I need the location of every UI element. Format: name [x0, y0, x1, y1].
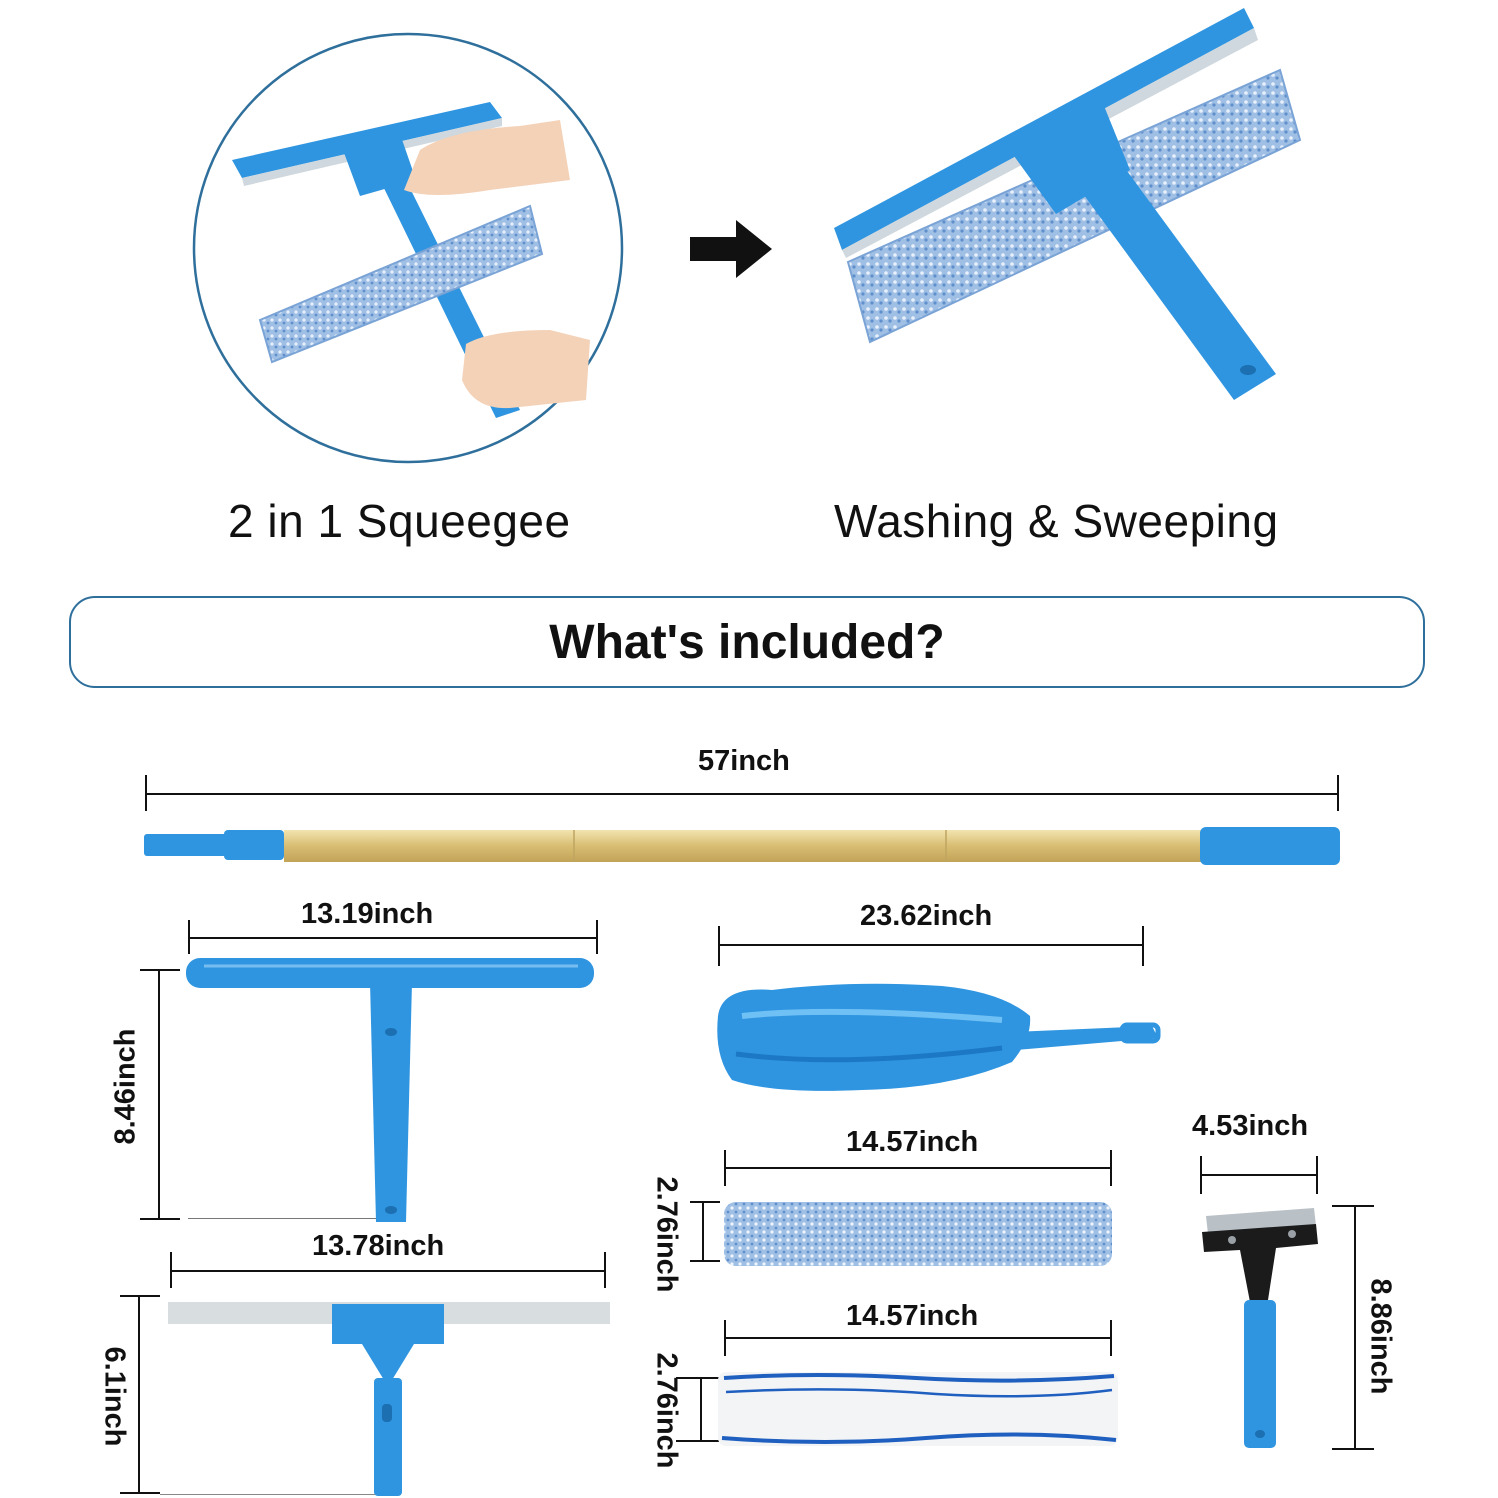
razor-scraper-image [1202, 1208, 1318, 1448]
caption-2in1: 2 in 1 Squeegee [228, 495, 571, 547]
tbar-height-label: 8.46inch [109, 1028, 142, 1145]
white-scrubber-pad-image [718, 1372, 1118, 1446]
extension-pole-image [144, 827, 1340, 865]
banner-title: What's included? [549, 615, 945, 669]
pad1-width-label: 14.57inch [846, 1126, 979, 1158]
pad1-height-label: 2.76inch [650, 1176, 683, 1293]
squeegee-width-label: 13.78inch [312, 1230, 445, 1262]
pad2-width-label: 14.57inch [846, 1300, 979, 1332]
arrow-right-icon [690, 220, 772, 278]
duster-width-label: 23.62inch [860, 900, 993, 932]
squeegee-image [168, 1302, 610, 1496]
pole-dimension-line [145, 793, 1339, 795]
pole-length-label: 57inch [698, 745, 790, 777]
pad2-height-label: 2.76inch [650, 1352, 683, 1469]
assembled-squeegee-image [834, 8, 1302, 400]
tbar-width-label: 13.19inch [301, 898, 434, 930]
microfiber-pad-image [724, 1202, 1112, 1266]
squeegee-height-label: 6.1inch [98, 1346, 131, 1447]
whats-included-banner: What's included? [69, 596, 1425, 688]
assembly-illustration [192, 32, 624, 464]
tbar-washer-image [186, 958, 594, 1222]
caption-washing-sweeping: Washing & Sweeping [834, 495, 1279, 547]
scraper-width-label: 4.53inch [1192, 1110, 1309, 1142]
microfiber-duster-image [717, 983, 1161, 1091]
scraper-height-label: 8.86inch [1364, 1278, 1397, 1395]
